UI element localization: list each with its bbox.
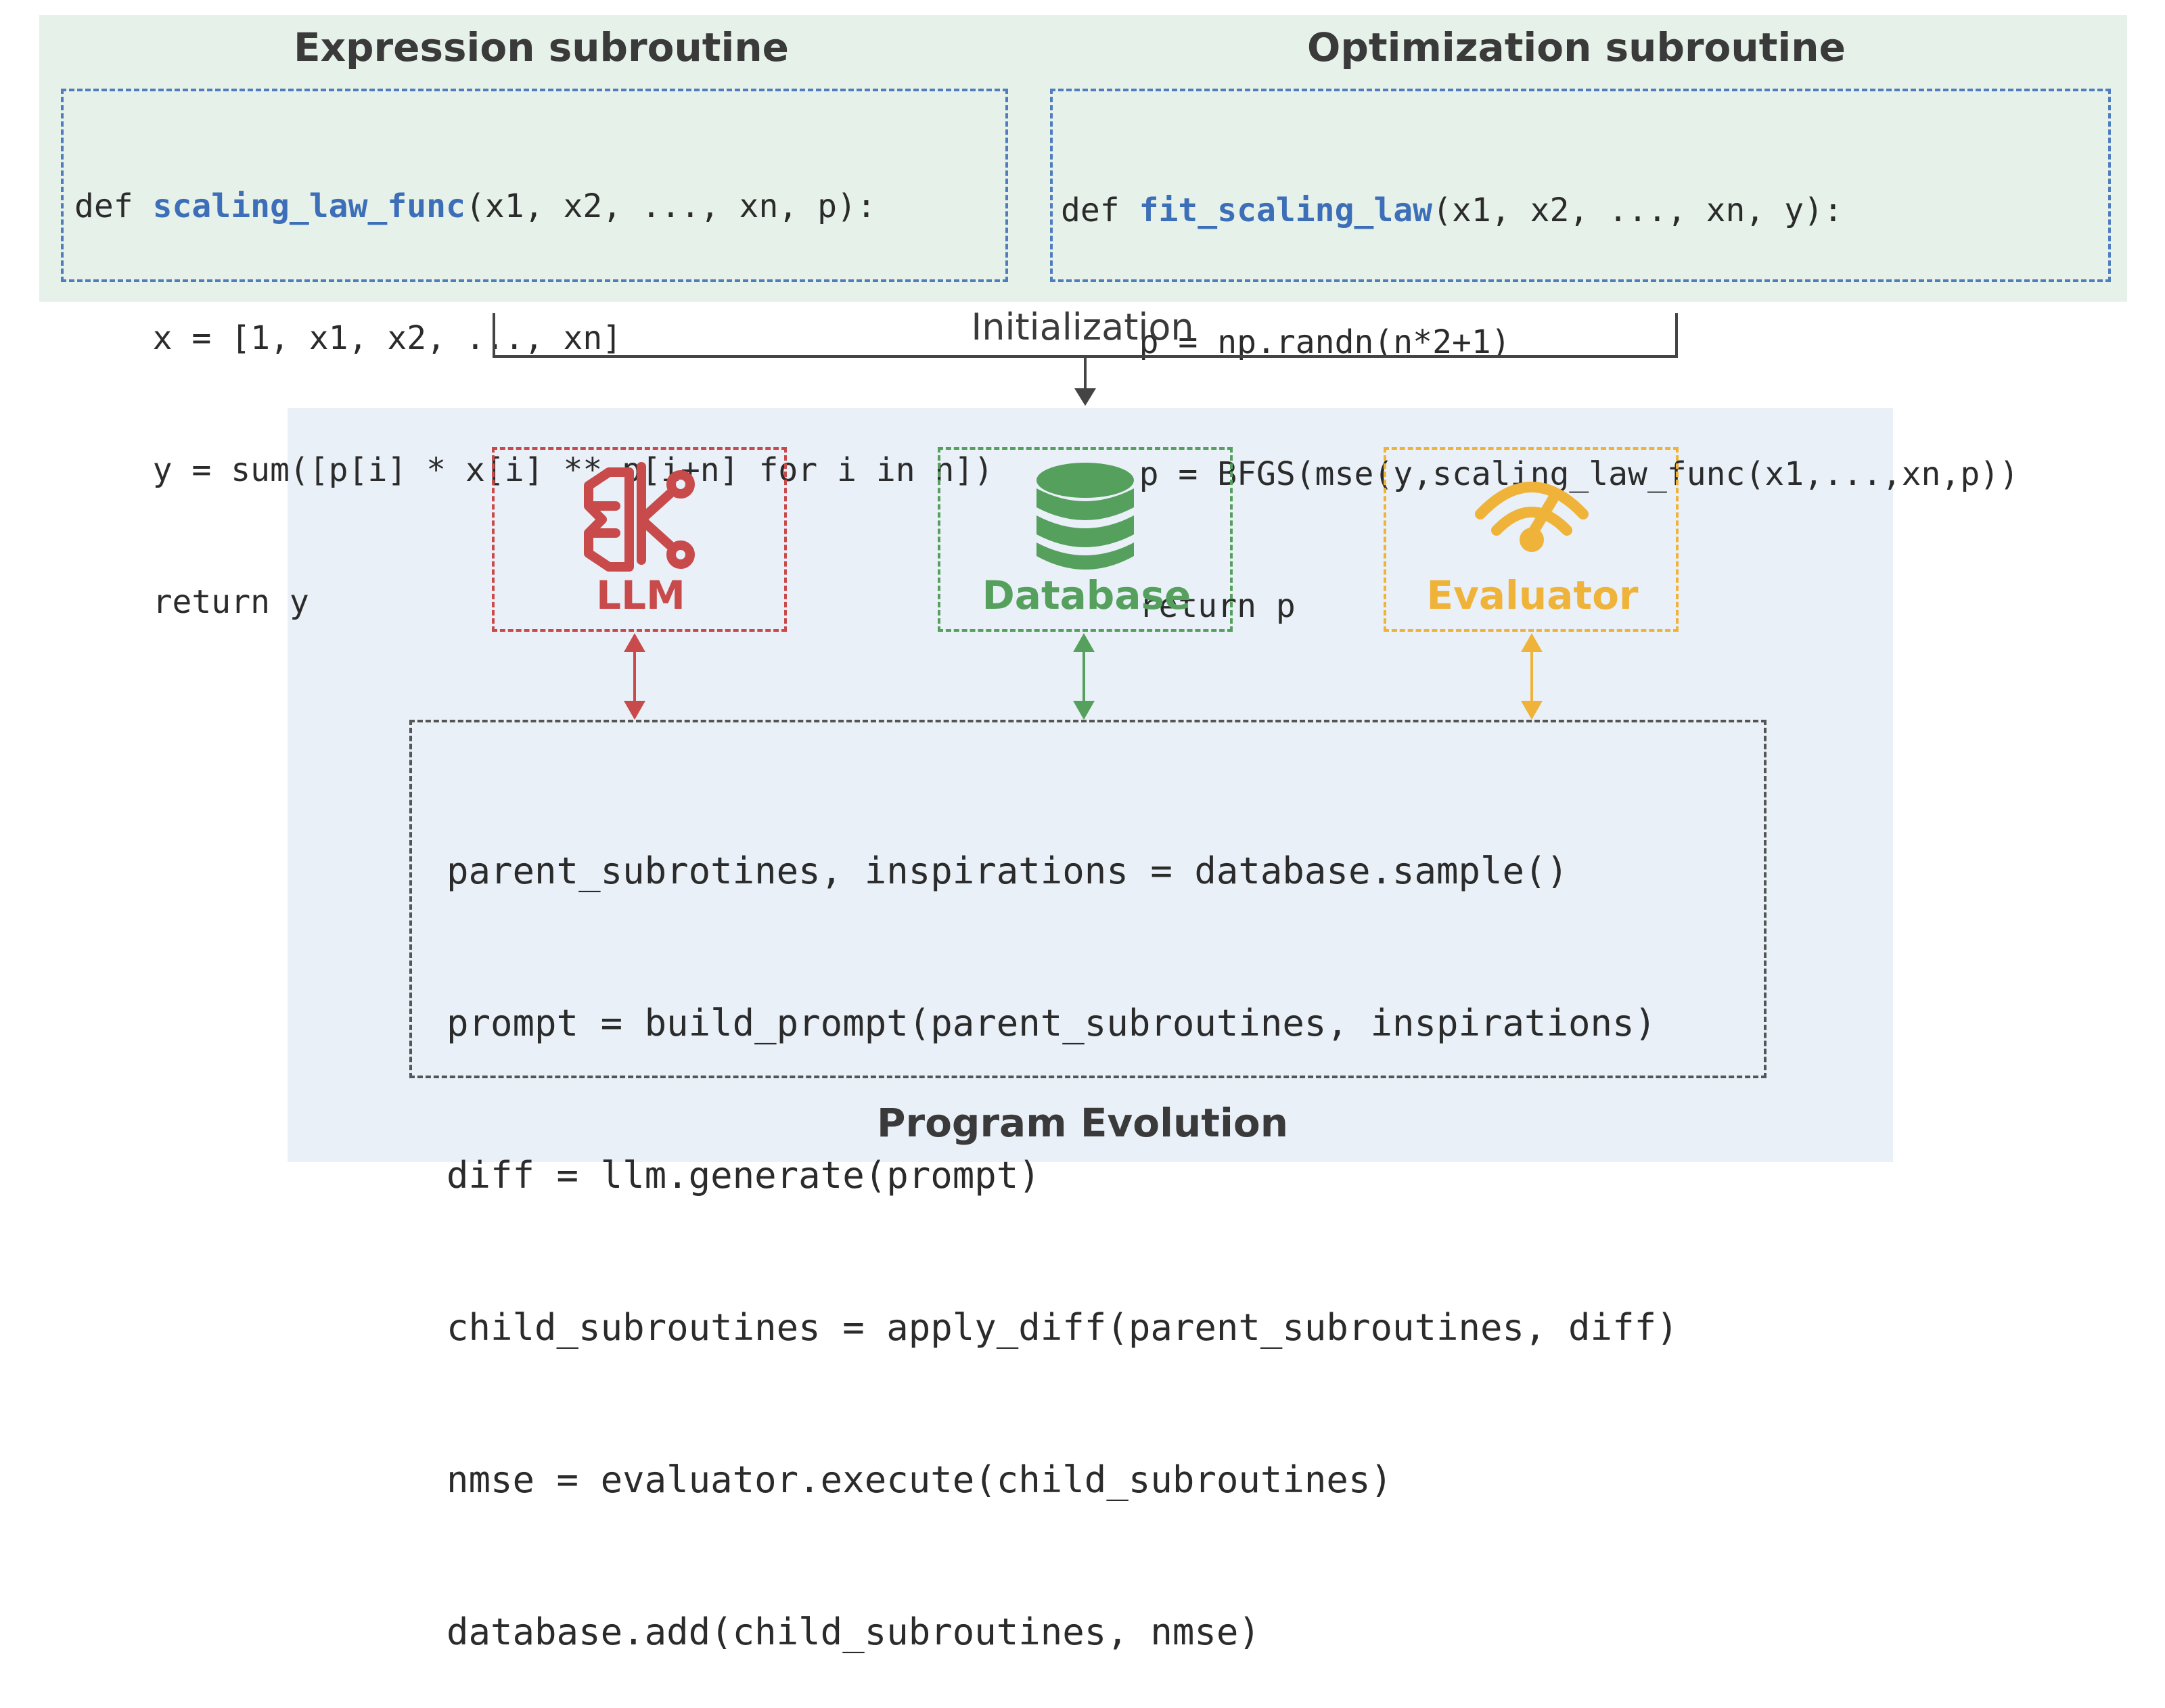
diagram-connectors bbox=[493, 313, 1678, 720]
llm-label: LLM bbox=[596, 572, 685, 618]
expression-code: def scaling_law_func(x1, x2, ..., xn, p)… bbox=[74, 97, 993, 668]
expression-code-line: y = sum([p[i] * x[i] ** p[i+n] for i in … bbox=[74, 451, 994, 489]
expression-subroutine-title: Expression subroutine bbox=[293, 24, 790, 70]
evaluator-box bbox=[1384, 447, 1679, 632]
evolution-code-line: child_subroutines = apply_diff(parent_su… bbox=[447, 1306, 1679, 1349]
expression-code-line: x = [1, x1, x2, ..., xn] bbox=[74, 319, 622, 357]
llm-box bbox=[492, 447, 787, 632]
expression-code-signature: def scaling_law_func(x1, x2, ..., xn, p)… bbox=[74, 187, 876, 225]
optimization-code: def fit_scaling_law(x1, x2, ..., xn, y):… bbox=[1061, 101, 2019, 672]
evolution-code: parent_subrotines, inspirations = databa… bbox=[447, 744, 1679, 1708]
initialization-label: Initialization bbox=[971, 306, 1194, 348]
evaluator-arrow-head-up bbox=[1521, 633, 1543, 652]
expression-code-box bbox=[61, 89, 1008, 282]
optimization-code-signature: def fit_scaling_law(x1, x2, ..., xn, y): bbox=[1061, 191, 1843, 229]
fit-scaling-law-name: fit_scaling_law bbox=[1139, 191, 1433, 229]
evaluator-arrow-head-down bbox=[1521, 701, 1543, 720]
evolution-code-box bbox=[409, 720, 1767, 1078]
subroutines-panel bbox=[39, 15, 2127, 302]
database-label: Database bbox=[982, 572, 1191, 618]
evolution-code-line: nmse = evaluator.execute(child_subroutin… bbox=[447, 1458, 1392, 1501]
evaluator-label: Evaluator bbox=[1426, 572, 1639, 618]
database-arrow-head-down bbox=[1073, 701, 1095, 720]
optimization-subroutine-title: Optimization subroutine bbox=[1307, 24, 1846, 70]
evolution-code-line: database.add(child_subroutines, nmse) bbox=[447, 1611, 1260, 1653]
optimization-code-line: return p bbox=[1061, 587, 1296, 625]
database-box bbox=[938, 447, 1233, 632]
expression-code-line: return y bbox=[74, 583, 309, 621]
initialization-arrow-head bbox=[1074, 388, 1096, 406]
llm-arrow-head-up bbox=[624, 633, 645, 652]
scaling-law-func-name: scaling_law_func bbox=[152, 187, 465, 225]
optimization-code-line: p = BFGS(mse(y,scaling_law_func(x1,...,x… bbox=[1061, 455, 2020, 493]
evolution-code-line: diff = llm.generate(prompt) bbox=[447, 1154, 1041, 1197]
evolution-code-line: prompt = build_prompt(parent_subroutines… bbox=[447, 1002, 1657, 1044]
database-arrow-head-up bbox=[1073, 633, 1095, 652]
evolution-code-line: parent_subrotines, inspirations = databa… bbox=[447, 850, 1569, 892]
program-evolution-title: Program Evolution bbox=[876, 1100, 1289, 1146]
optimization-code-line: p = np.randn(n*2+1) bbox=[1061, 323, 1511, 361]
llm-arrow-head-down bbox=[624, 701, 645, 720]
optimization-code-box bbox=[1050, 89, 2111, 282]
